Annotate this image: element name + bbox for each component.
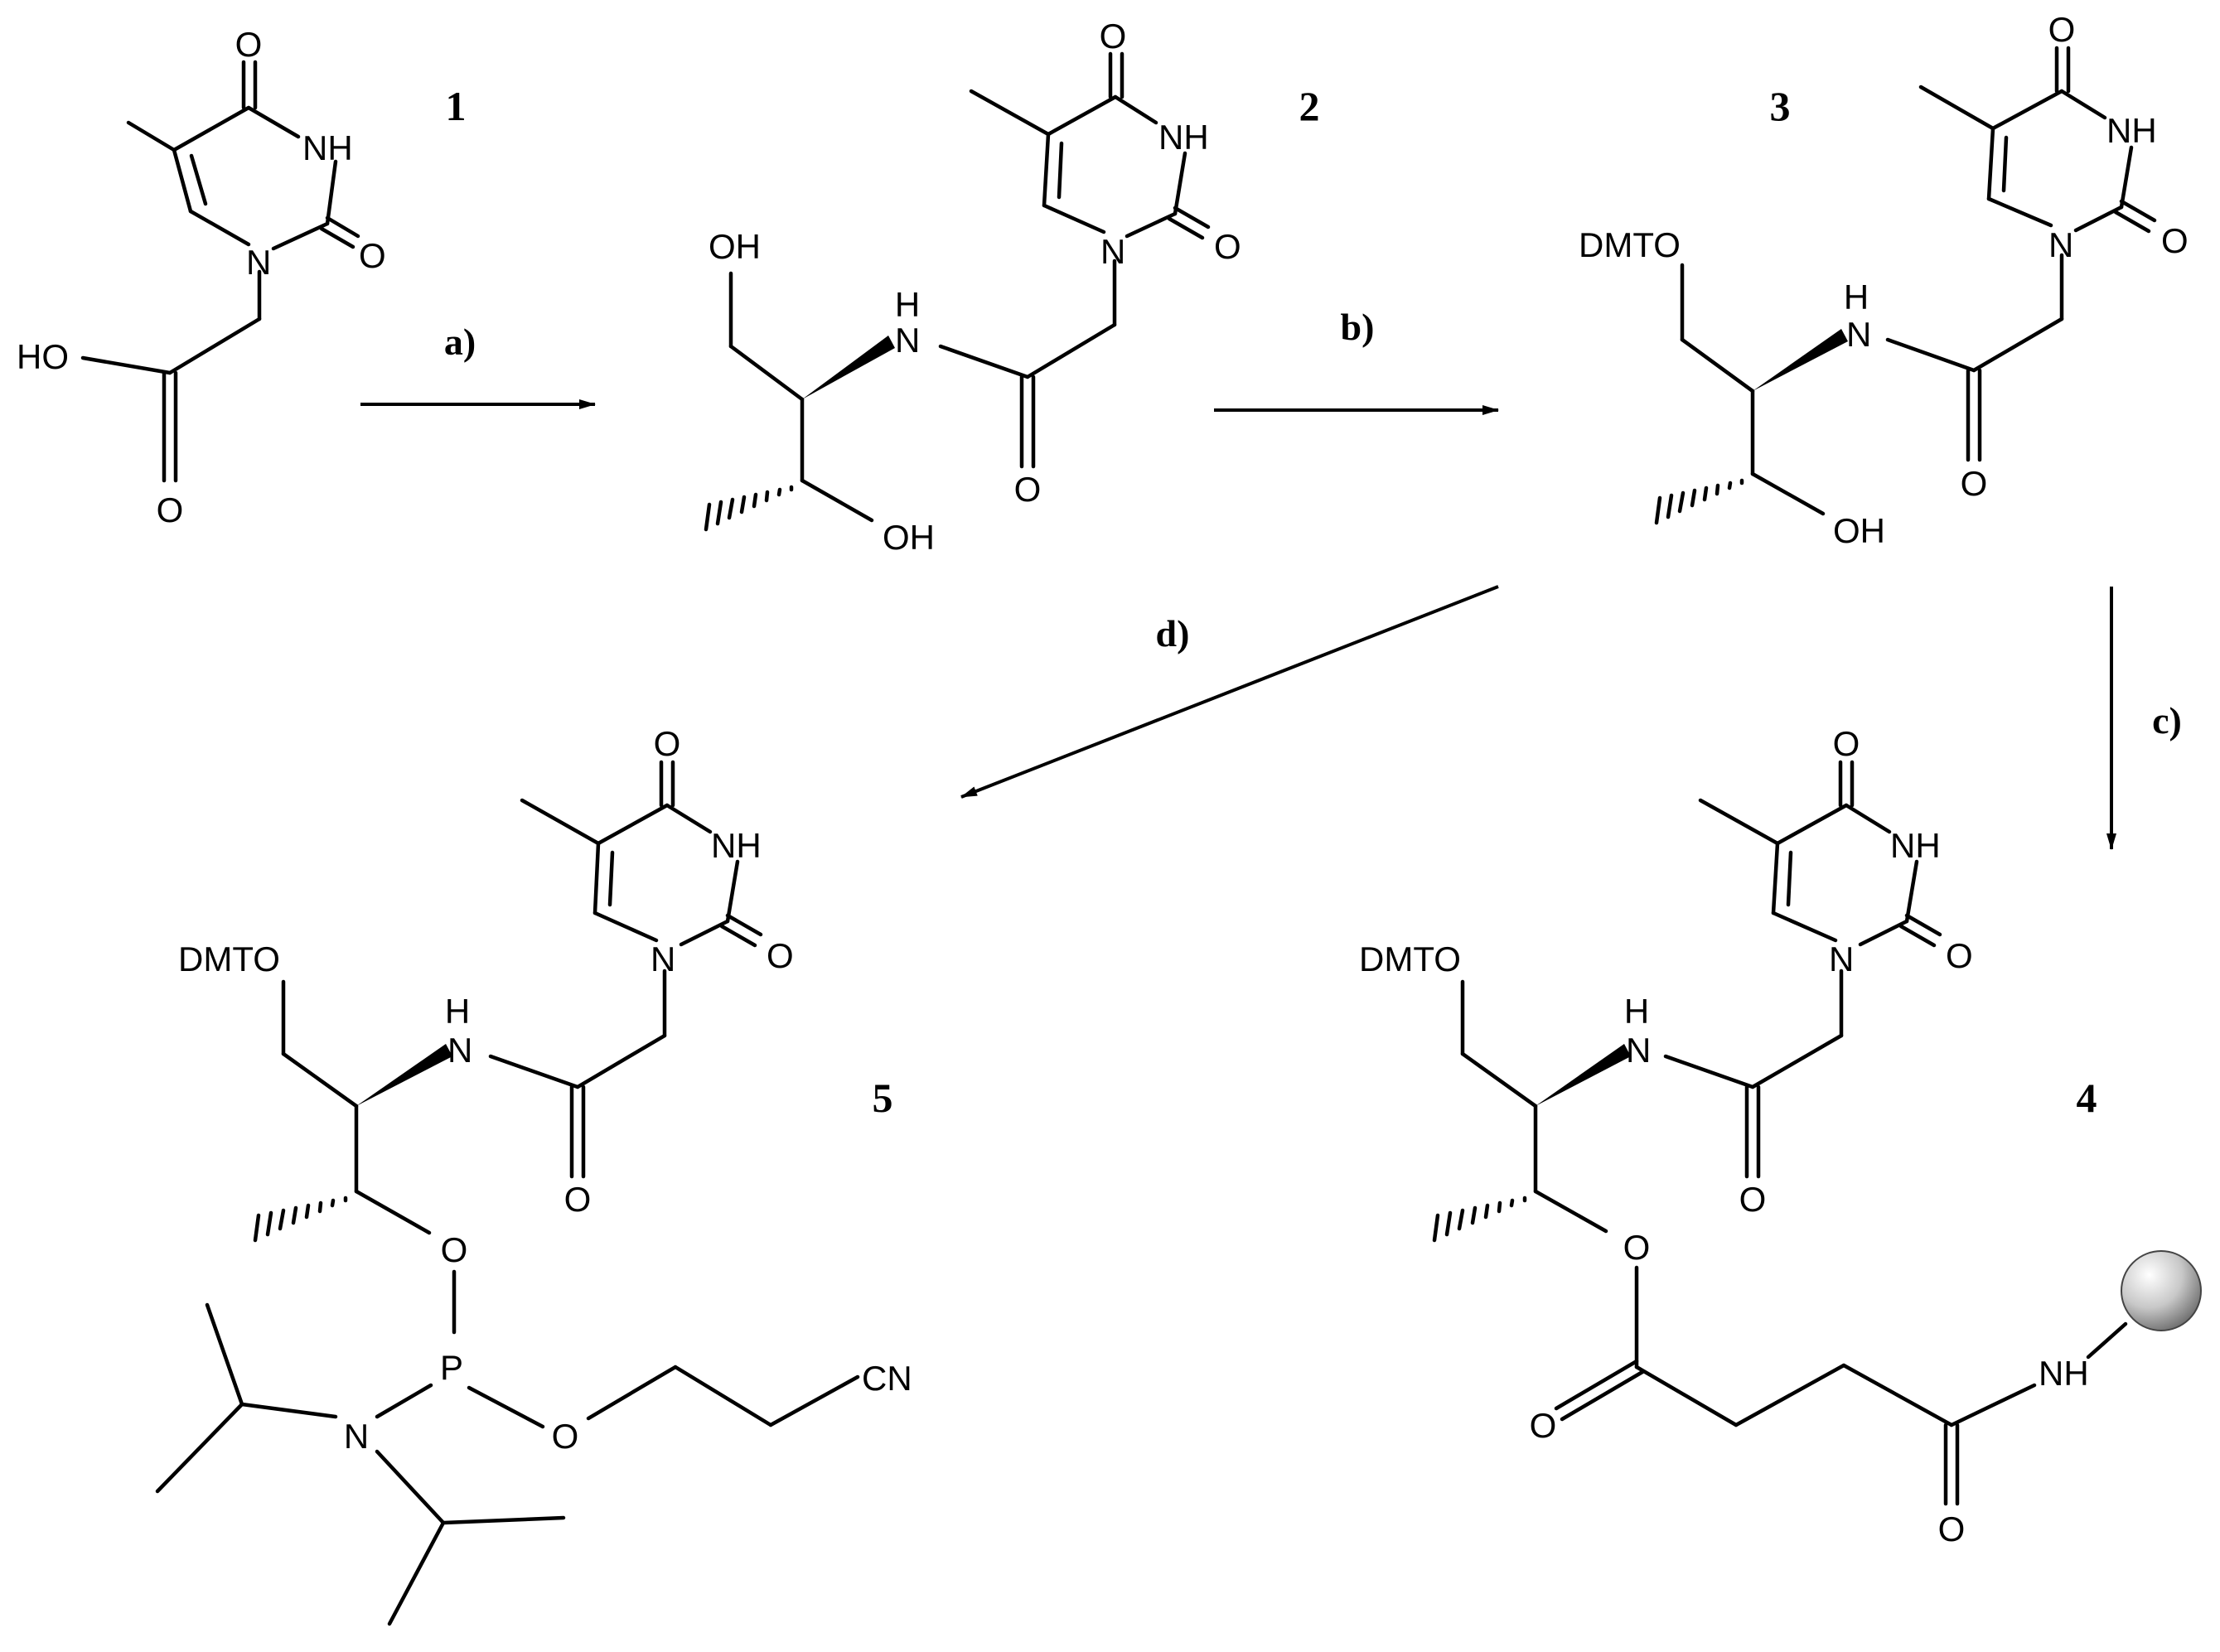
compound-3-bonds — [1680, 46, 2157, 516]
step-d: d) — [960, 585, 1499, 799]
atom-dmto: DMTO — [178, 940, 280, 978]
compound-1-bonds — [80, 60, 360, 483]
atom-o: O — [157, 490, 184, 529]
atom-o: O — [1739, 1180, 1767, 1219]
wedge-bond — [802, 336, 895, 399]
atom-h: H — [1624, 992, 1649, 1031]
step-b: b) — [1214, 306, 1499, 415]
hash-bond — [253, 1196, 348, 1243]
atom-dmto: DMTO — [1579, 225, 1681, 264]
atom-p: P — [440, 1348, 463, 1387]
step-label: a) — [444, 321, 476, 363]
atom-dmto: DMTO — [1359, 940, 1461, 978]
compound-5-bonds — [155, 760, 860, 1626]
atom-o: O — [1100, 17, 1127, 56]
wedge-bond — [356, 1044, 452, 1106]
hash-bond — [1432, 1196, 1527, 1243]
atom-o: O — [1623, 1228, 1651, 1267]
compound-number: 2 — [1299, 83, 1320, 129]
step-a: a) — [360, 321, 596, 409]
atom-o: O — [2161, 221, 2189, 260]
atom-n: N — [344, 1417, 369, 1456]
compound-5: O NH O N DMTO H N O O P N O CN 5 — [155, 724, 912, 1626]
compound-2-bonds — [728, 51, 1211, 523]
atom-o: O — [1938, 1510, 1966, 1548]
atom-n: N — [895, 321, 920, 360]
step-label: c) — [2152, 699, 2182, 741]
atom-nh: NH — [302, 128, 353, 167]
hash-bond — [1654, 478, 1744, 525]
solid-support-bead — [2121, 1250, 2202, 1331]
atom-o: O — [1214, 227, 1241, 266]
hash-bond — [704, 485, 794, 532]
atom-o: O — [441, 1230, 468, 1269]
atom-o: O — [1961, 464, 1988, 503]
atom-nh: NH — [2106, 111, 2157, 150]
atom-o: O — [1530, 1406, 1557, 1445]
atom-o: O — [359, 236, 386, 275]
wedge-bond — [1753, 329, 1848, 391]
compound-number: 5 — [873, 1075, 893, 1121]
compound-number: 1 — [446, 83, 467, 129]
step-label: b) — [1341, 306, 1375, 348]
wedge-bond — [1536, 1044, 1631, 1106]
step-label: d) — [1156, 612, 1190, 655]
atom-o: O — [552, 1417, 579, 1456]
atom-h: H — [895, 285, 920, 324]
atom-n: N — [1626, 1031, 1651, 1070]
atom-n: N — [2048, 225, 2073, 264]
atom-n: N — [1846, 315, 1871, 354]
compound-4-bonds — [1460, 760, 2128, 1506]
atom-oh: OH — [883, 518, 935, 557]
atom-o: O — [564, 1180, 592, 1219]
atom-n: N — [651, 940, 675, 978]
atom-oh: OH — [1833, 511, 1885, 550]
atom-n: N — [447, 1031, 472, 1070]
step-c: c) — [2106, 587, 2182, 850]
atom-cn: CN — [862, 1359, 912, 1398]
atom-h: H — [445, 992, 470, 1031]
atom-o: O — [767, 936, 794, 975]
reaction-arrow — [960, 585, 1499, 799]
atom-o: O — [235, 25, 263, 64]
atom-o: O — [2048, 10, 2076, 49]
compound-number: 4 — [2077, 1075, 2097, 1121]
atom-o: O — [1014, 470, 1042, 509]
atom-nh: NH — [711, 826, 762, 865]
atom-nh: NH — [2039, 1354, 2089, 1393]
atom-n: N — [1829, 940, 1854, 978]
atom-n: N — [1100, 232, 1125, 271]
atom-o: O — [1946, 936, 1973, 975]
atom-oh: OH — [709, 227, 761, 266]
atom-o: O — [1833, 724, 1860, 763]
compound-number: 3 — [1770, 83, 1791, 129]
atom-ho: HO — [17, 337, 69, 376]
atom-o: O — [654, 724, 681, 763]
compound-2: O NH O N OH H N O OH 2 — [704, 17, 1320, 557]
atom-n: N — [246, 243, 271, 282]
compound-1: O NH O N HO O 1 — [17, 25, 467, 529]
compound-4: O NH O N DMTO H N O O O NH O 4 — [1359, 724, 2202, 1548]
atom-nh: NH — [1890, 826, 1941, 865]
compound-3: O NH O N DMTO H N O OH 3 — [1579, 10, 2189, 550]
atom-nh: NH — [1158, 118, 1209, 157]
atom-h: H — [1844, 278, 1869, 316]
